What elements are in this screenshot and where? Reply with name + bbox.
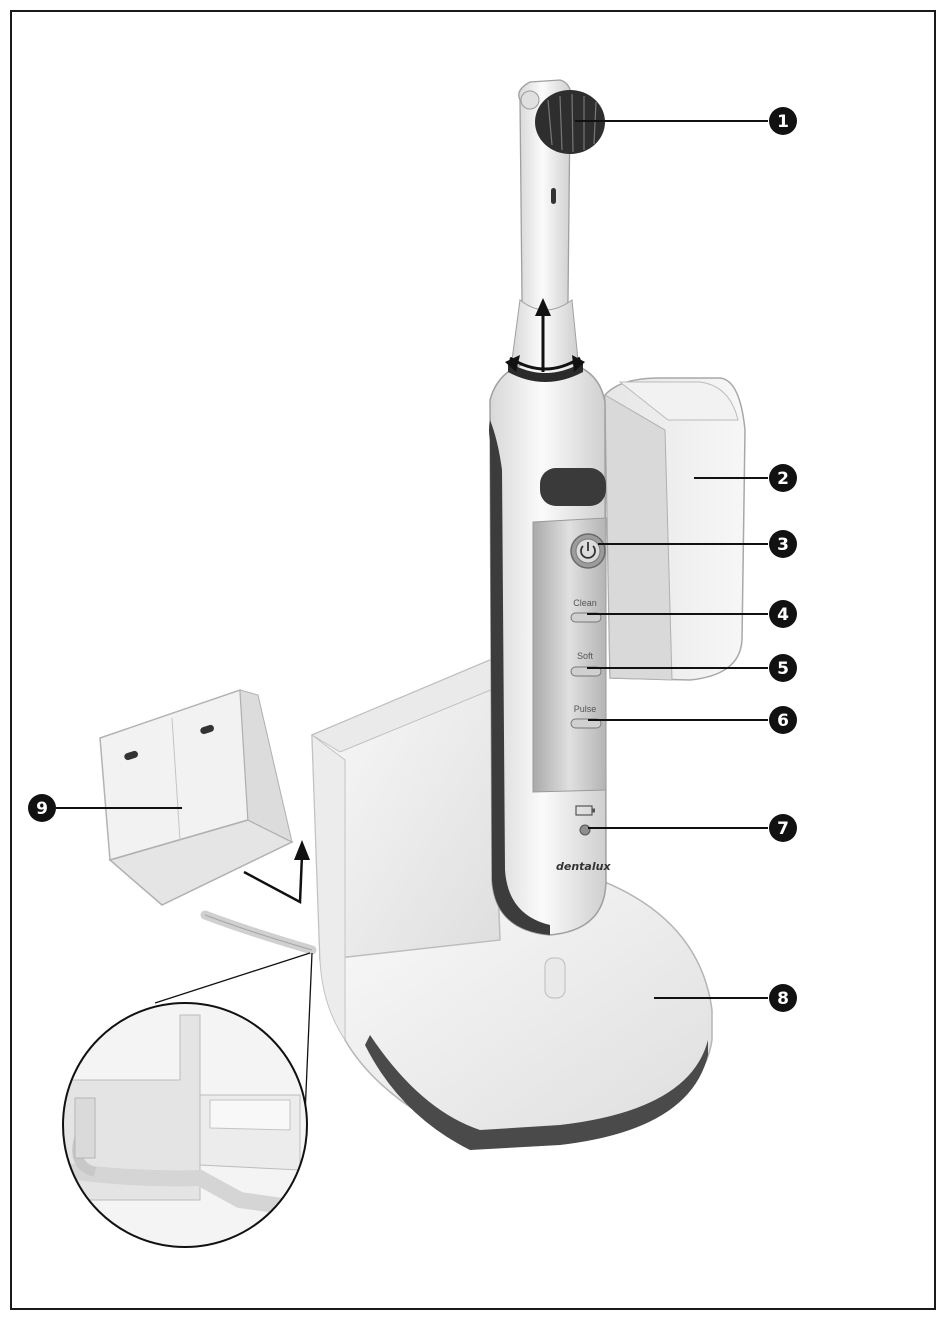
callout-2: 2 [769,464,797,492]
callout-5: 5 [769,654,797,682]
svg-text:3: 3 [777,535,789,555]
svg-text:9: 9 [36,799,48,819]
callout-4: 4 [769,600,797,628]
charge-indicator-light [580,825,590,835]
callout-7: 7 [769,814,797,842]
brush-head-case [605,378,745,680]
callout-9: 9 [28,794,56,822]
callout-8: 8 [769,984,797,1012]
detail-magnifier [60,953,312,1253]
callout-6: 6 [769,706,797,734]
soft-button-label: Soft [577,651,594,661]
clean-button-label: Clean [573,598,597,608]
wall-mount [100,690,292,905]
svg-text:1: 1 [777,112,789,132]
callout-1: 1 [769,107,797,135]
svg-text:4: 4 [777,605,789,625]
svg-text:8: 8 [777,989,789,1009]
pulse-button-label: Pulse [574,704,597,714]
callout-3: 3 [769,530,797,558]
brand-logo: dentalux [556,860,611,873]
svg-text:6: 6 [777,711,789,731]
svg-text:5: 5 [777,659,789,679]
svg-text:7: 7 [777,819,789,839]
toothbrush-handle: Clean Soft Pulse dentalux [489,360,611,935]
brush-head [505,80,605,382]
svg-text:2: 2 [777,469,789,489]
